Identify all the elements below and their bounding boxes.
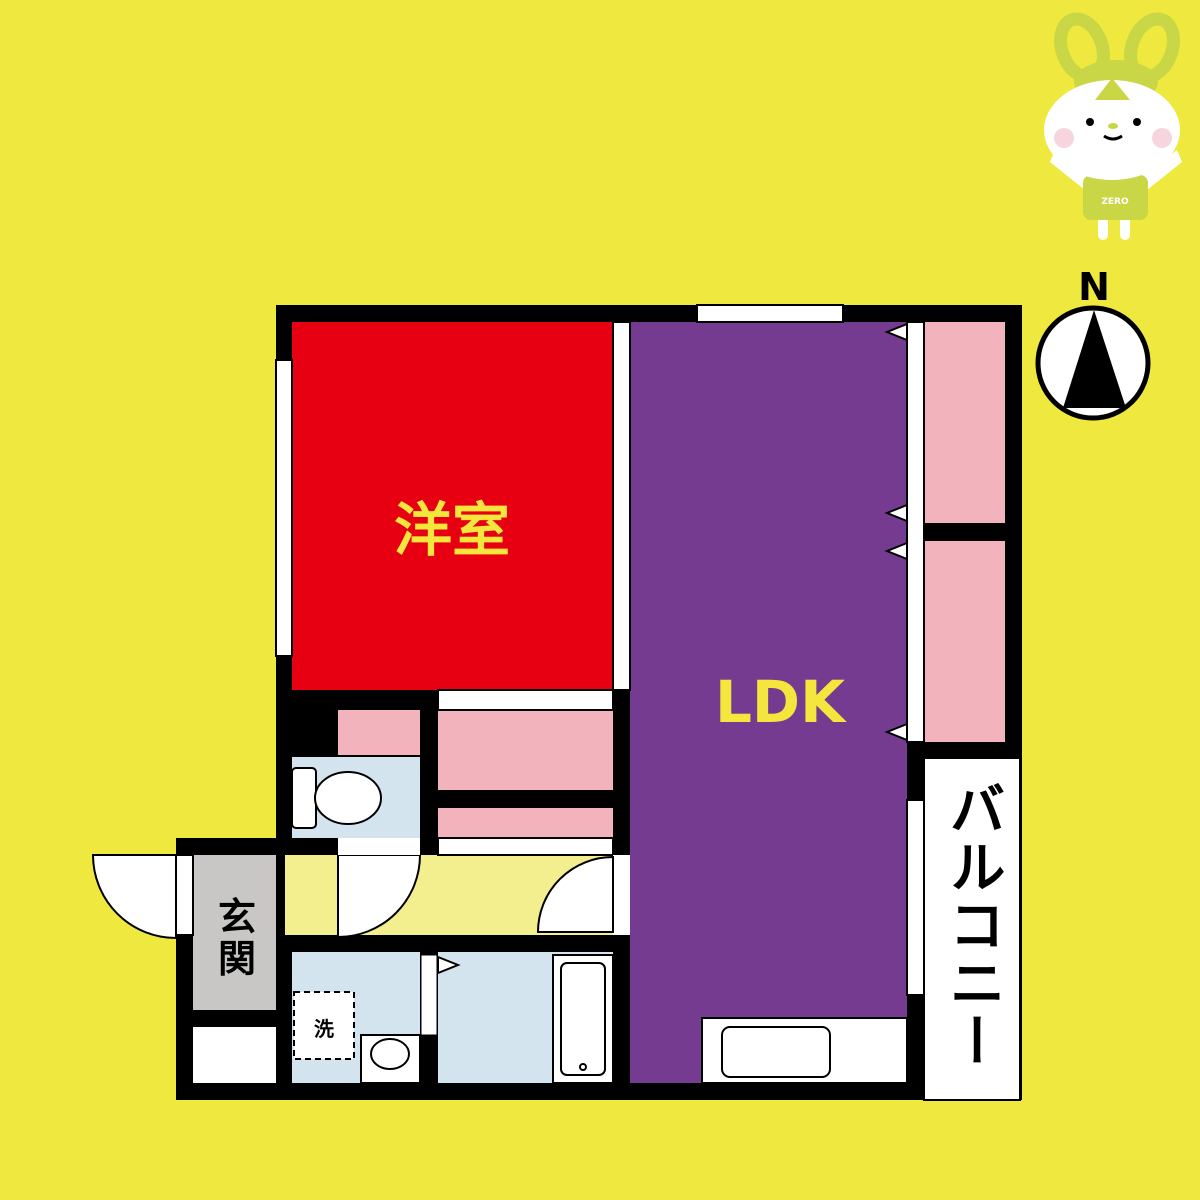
toilet-door xyxy=(337,854,422,939)
window xyxy=(696,304,844,323)
toilet-door-frame xyxy=(338,838,420,855)
bathtub-basin xyxy=(560,962,606,1076)
sliding-door xyxy=(906,799,925,996)
closet xyxy=(438,710,613,790)
entrance-floor xyxy=(193,855,276,1010)
sliding-door xyxy=(612,321,631,691)
ldk-label: LDK xyxy=(715,668,847,736)
north-arrow-icon xyxy=(1063,310,1126,408)
balcony-label: バルコニー xyxy=(940,780,1005,1070)
bath-door xyxy=(420,954,438,1036)
mascot-icon: ZERO xyxy=(1044,12,1182,240)
kitchen-sink xyxy=(721,1026,831,1078)
closet xyxy=(338,710,420,755)
closet xyxy=(924,322,1005,523)
western-room-label: 洋室 xyxy=(394,496,510,564)
compass-label: N xyxy=(1078,265,1110,309)
balcony xyxy=(923,757,1021,1101)
closet xyxy=(924,541,1005,742)
sliding-door xyxy=(437,689,614,711)
washer-space xyxy=(293,991,355,1060)
closet-flag-icon xyxy=(884,722,908,742)
entrance-label-bottom: 関 xyxy=(218,937,256,981)
window xyxy=(275,359,293,657)
closet xyxy=(438,808,613,838)
closet-flag-icon xyxy=(884,322,908,342)
entrance-label-top: 玄 xyxy=(218,895,256,939)
svg-text:ZERO: ZERO xyxy=(1101,197,1129,207)
sliding-door xyxy=(906,321,925,743)
entrance-door xyxy=(91,854,177,940)
drain-icon xyxy=(579,1063,587,1071)
door-frame xyxy=(613,855,630,935)
ldk-door xyxy=(536,855,614,933)
western-room xyxy=(292,322,613,690)
toilet-bowl-icon xyxy=(314,771,382,825)
bath-door-flag-icon xyxy=(437,955,461,975)
sliding-door xyxy=(437,837,614,856)
closet-flag-icon xyxy=(884,503,908,523)
window xyxy=(175,854,194,936)
washer-label: 洗 xyxy=(314,1017,334,1041)
toilet-tank xyxy=(291,767,317,829)
ldk-room xyxy=(630,322,907,1083)
shoe-box xyxy=(193,1027,276,1083)
wash-basin-bowl-icon xyxy=(370,1038,410,1070)
closet-flag-icon xyxy=(884,541,908,561)
